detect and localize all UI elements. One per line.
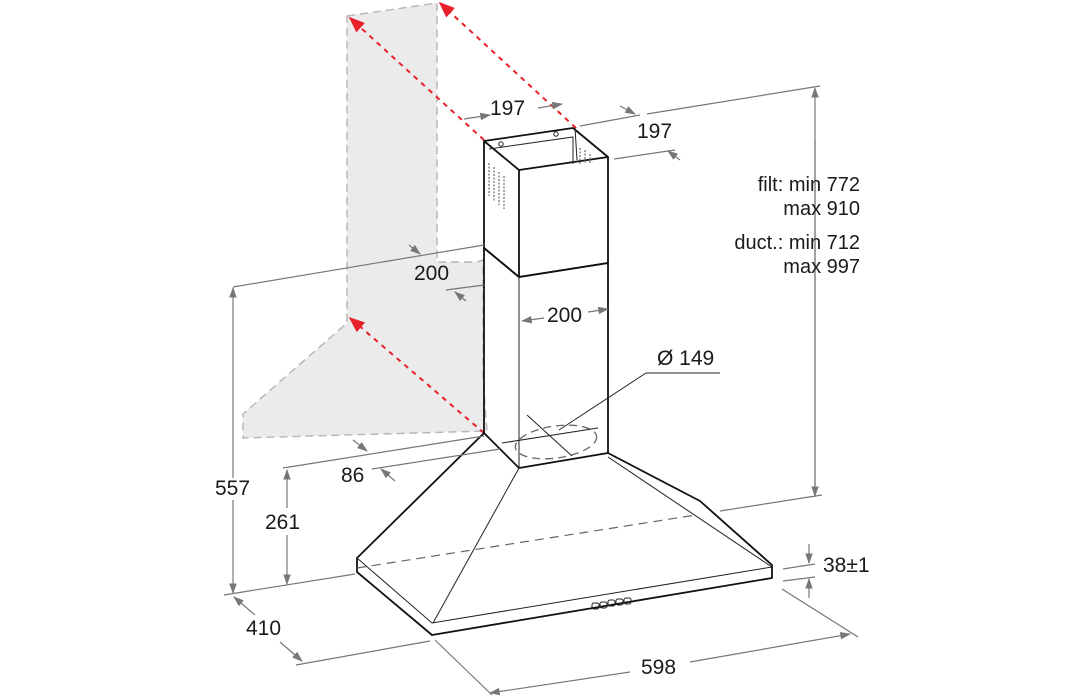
dim-canopy-depth: 410 xyxy=(246,617,281,640)
outlet-circle xyxy=(501,372,720,460)
dim-upper-chimney-depth: 197 xyxy=(637,120,672,143)
spec-ducted-min: duct.: min 712 xyxy=(734,232,860,254)
control-panel-buttons xyxy=(591,597,632,610)
wall-silhouette xyxy=(242,2,488,439)
dim-total-hood-height: 557 xyxy=(215,477,250,500)
dim-canopy-height: 261 xyxy=(265,511,300,534)
dim-lower-chimney-width: 200 xyxy=(547,304,582,327)
upper-chimney xyxy=(483,127,609,278)
dim-edge-thickness: 38±1 xyxy=(823,554,870,577)
spec-filter-max: max 910 xyxy=(783,198,860,220)
dim-lower-chimney-depth: 200 xyxy=(414,262,449,285)
spec-filter-min: filt: min 772 xyxy=(758,174,860,196)
dimension-labels: 197 197 200 200 Ø 149 86 557 261 410 598… xyxy=(215,97,870,679)
dimension-lines xyxy=(223,85,859,696)
dim-outlet-diameter: Ø 149 xyxy=(657,347,714,370)
vent-grille-icon xyxy=(488,148,591,209)
canopy xyxy=(356,432,773,636)
dim-wall-offset: 86 xyxy=(341,464,364,487)
dim-hood-width: 598 xyxy=(641,656,676,679)
spec-ducted-max: max 997 xyxy=(783,256,860,278)
dim-upper-chimney-width: 197 xyxy=(490,97,525,120)
chimney-height-spec: filt: min 772 max 910 duct.: min 712 max… xyxy=(734,174,860,278)
lower-chimney xyxy=(483,247,609,469)
